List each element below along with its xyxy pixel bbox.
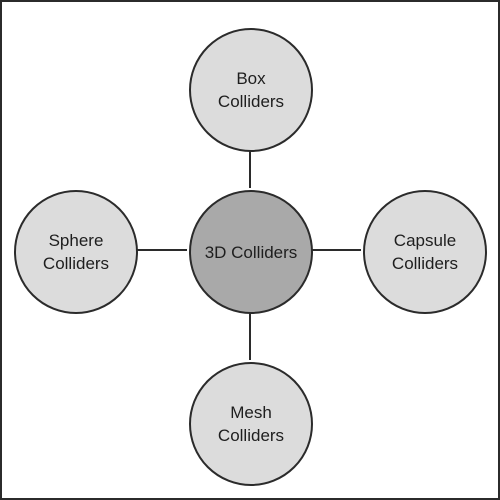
- capsule-colliders-node: Capsule Colliders: [363, 190, 487, 314]
- box-colliders-node: Box Colliders: [189, 28, 313, 152]
- box-colliders-label: Box Colliders: [217, 69, 285, 111]
- mesh-colliders-node: Mesh Colliders: [189, 362, 313, 486]
- mesh-colliders-label: Mesh Colliders: [217, 403, 285, 445]
- 3d-colliders-center-node: 3D Colliders: [189, 190, 313, 314]
- sphere-colliders-label: Sphere Colliders: [42, 231, 110, 273]
- capsule-colliders-label: Capsule Colliders: [391, 231, 459, 273]
- 3d-colliders-label: 3D Colliders: [204, 242, 298, 262]
- sphere-colliders-node: Sphere Colliders: [14, 190, 138, 314]
